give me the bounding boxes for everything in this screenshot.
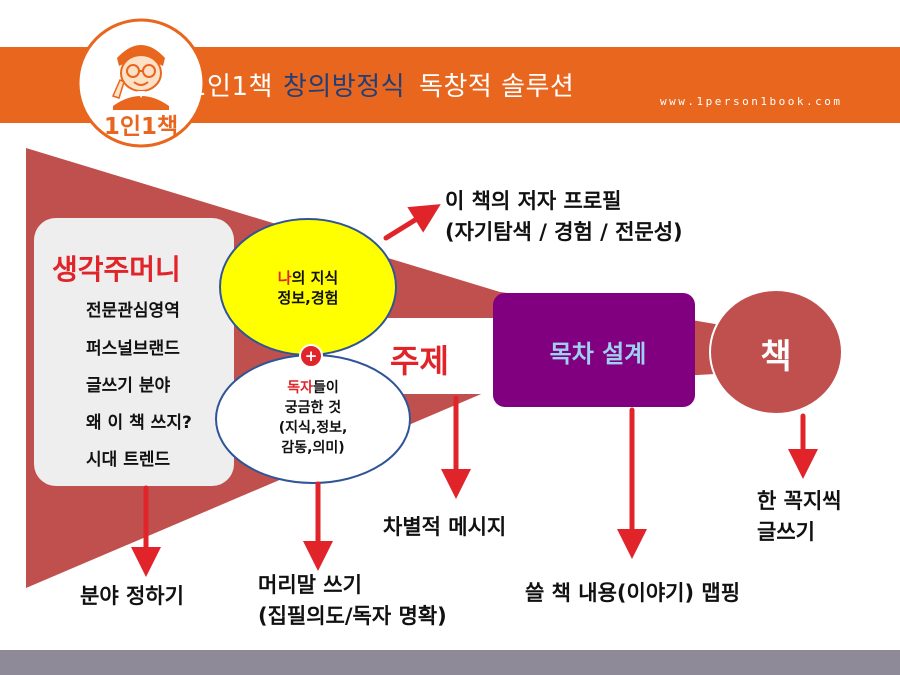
author-profile-line1: 이 책의 저자 프로필 <box>445 189 622 213</box>
preface-line1: 머리말 쓰기 <box>258 573 362 597</box>
knowledge-line1: 의 지식 <box>291 269 339 287</box>
subject-label: 주제 <box>390 342 449 380</box>
thought-item: 퍼스널브랜드 <box>86 339 180 359</box>
toc-label: 목차 설계 <box>549 340 647 368</box>
chapter-label: 한 꼭지씩 글쓰기 <box>757 486 842 548</box>
logo-text: 1인1책 <box>103 114 179 140</box>
reader-line4: 감동,의미) <box>281 440 345 456</box>
message-label: 차별적 메시지 <box>383 515 507 539</box>
preface-line2: (집필의도/독자 명확) <box>258 604 447 628</box>
plus-badge <box>299 344 323 368</box>
book-label: 책 <box>760 337 792 377</box>
thought-box <box>34 218 234 486</box>
reader-line2: 궁금한 것 <box>284 400 342 416</box>
knowledge-line2: 정보,경험 <box>277 289 339 307</box>
header-title-brand: 1인1책 <box>190 72 273 102</box>
chapter-line1: 한 꼭지씩 <box>757 489 842 513</box>
preface-label: 머리말 쓰기 (집필의도/독자 명확) <box>258 570 447 632</box>
arrow-author-profile <box>383 204 441 241</box>
thought-item: 시대 트렌드 <box>86 450 171 470</box>
logo-face-icon <box>111 45 169 110</box>
header-title: 1인1책 창의방정식 독창적 솔루션 <box>190 66 574 103</box>
header-title-solution: 독창적 솔루션 <box>419 72 575 102</box>
reader-ellipse-text: 독자들이 궁금한 것 (지식,정보, 감동,의미) <box>240 378 386 458</box>
reader-highlight: 독자 <box>287 380 313 396</box>
mapping-label: 쓸 책 내용(이야기) 맵핑 <box>525 581 741 605</box>
header-title-equation: 창의방정식 <box>282 72 406 102</box>
toc-box <box>493 293 695 407</box>
knowledge-highlight: 나 <box>277 269 292 287</box>
logo <box>76 18 206 148</box>
author-profile-label: 이 책의 저자 프로필 (자기탐색 / 경험 / 전문성) <box>445 186 683 248</box>
footer-band <box>0 650 900 675</box>
thought-item: 글쓰기 분야 <box>86 376 171 396</box>
header-url: www.1person1book.com <box>660 95 843 108</box>
thought-box-title: 생각주머니 <box>52 253 181 286</box>
plus-badge-glyph: + <box>305 347 318 365</box>
thought-item: 전문관심영역 <box>86 301 180 321</box>
author-profile-line2: (자기탐색 / 경험 / 전문성) <box>445 220 683 244</box>
reader-line3: (지식,정보, <box>278 420 348 436</box>
thought-item: 왜 이 책 쓰지? <box>86 413 192 433</box>
book-ellipse <box>709 289 843 415</box>
field-label: 분야 정하기 <box>80 584 184 608</box>
knowledge-ellipse-text: 나의 지식 정보,경험 <box>240 268 376 308</box>
chapter-line2: 글쓰기 <box>757 520 815 544</box>
reader-line1: 들이 <box>313 380 339 396</box>
